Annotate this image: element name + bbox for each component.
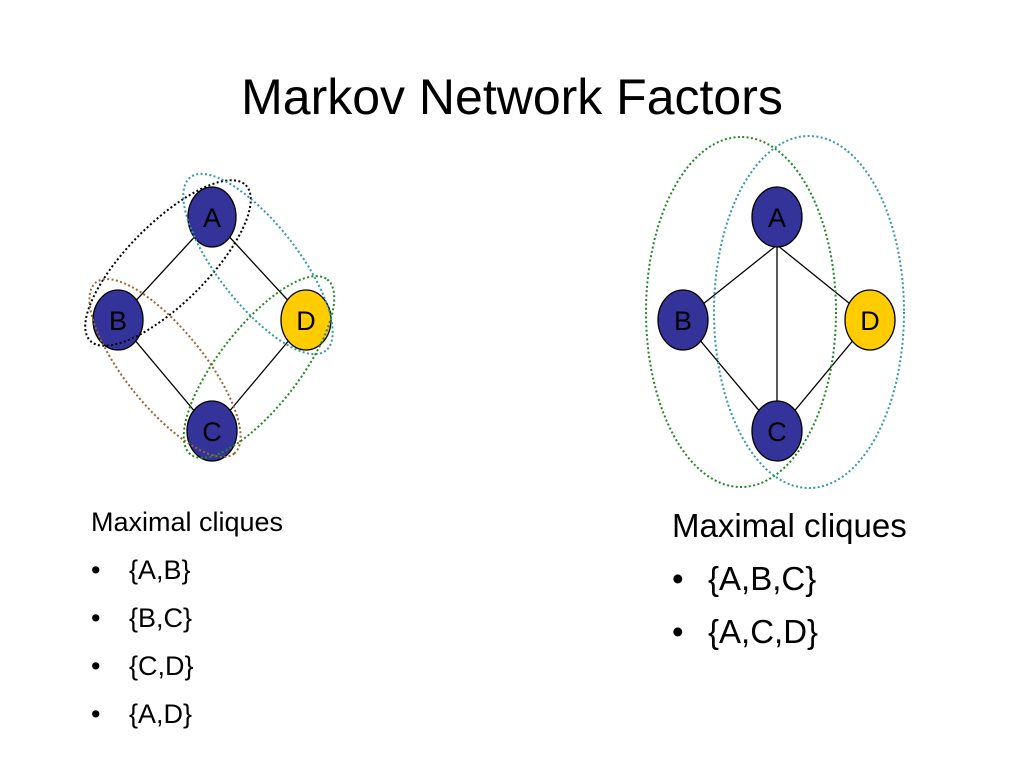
left-graph-edges xyxy=(117,217,307,433)
left-node-b-label: B xyxy=(109,306,127,336)
left-clique-a-d-outline xyxy=(182,172,334,356)
right-node-a-label: A xyxy=(768,203,786,233)
list-item: • {B,C} xyxy=(91,599,283,637)
left-node-c: C xyxy=(186,400,238,462)
right-node-a: A xyxy=(751,186,803,248)
right-node-d: D xyxy=(844,289,896,351)
left-node-a-label: A xyxy=(203,203,221,233)
right-clique-a-b-c-outline xyxy=(645,136,837,488)
right-node-c: C xyxy=(751,400,803,462)
left-clique-b-c-outline xyxy=(88,278,242,458)
list-item: • {A,C,D} xyxy=(672,611,907,653)
left-list-heading: Maximal cliques xyxy=(91,507,284,537)
bullet-icon: • xyxy=(91,699,101,729)
list-item: • {A,B} xyxy=(91,551,283,589)
right-clique-a-c-d-outline xyxy=(713,135,905,489)
left-maximal-cliques-list: Maximal cliques • {A,B} • {B,C} • {C,D} • {A… xyxy=(91,503,283,743)
right-node-b: B xyxy=(657,289,709,351)
right-clique-item: {A,C,D} xyxy=(708,613,819,650)
left-clique-a-b-outline xyxy=(84,179,252,347)
left-node-d: D xyxy=(280,289,332,351)
list-item: • {A,D} xyxy=(91,695,283,733)
left-clique-c-d-outline xyxy=(182,275,336,459)
right-node-d-label: D xyxy=(860,306,880,336)
left-node-c-label: C xyxy=(202,417,222,447)
bullet-icon: • xyxy=(672,560,684,597)
left-clique-item: {C,D} xyxy=(129,651,194,681)
bullet-icon: • xyxy=(91,651,101,681)
left-clique-item: {A,B} xyxy=(129,555,191,585)
right-maximal-cliques-list: Maximal cliques • {A,B,C} • {A,C,D} xyxy=(672,505,907,664)
left-clique-item: {B,C} xyxy=(129,603,193,633)
left-clique-item: {A,D} xyxy=(129,699,193,729)
bullet-icon: • xyxy=(91,555,101,585)
right-node-c-label: C xyxy=(767,417,787,447)
slide-title: Markov Network Factors xyxy=(241,69,783,125)
bullet-icon: • xyxy=(672,613,684,650)
bullet-icon: • xyxy=(91,603,101,633)
list-item: • {C,D} xyxy=(91,647,283,685)
right-list-heading: Maximal cliques xyxy=(672,507,907,544)
left-node-d-label: D xyxy=(296,306,316,336)
list-item: • {A,B,C} xyxy=(672,558,907,600)
right-clique-item: {A,B,C} xyxy=(708,560,817,597)
right-node-b-label: B xyxy=(674,306,692,336)
left-node-a: A xyxy=(187,186,237,248)
